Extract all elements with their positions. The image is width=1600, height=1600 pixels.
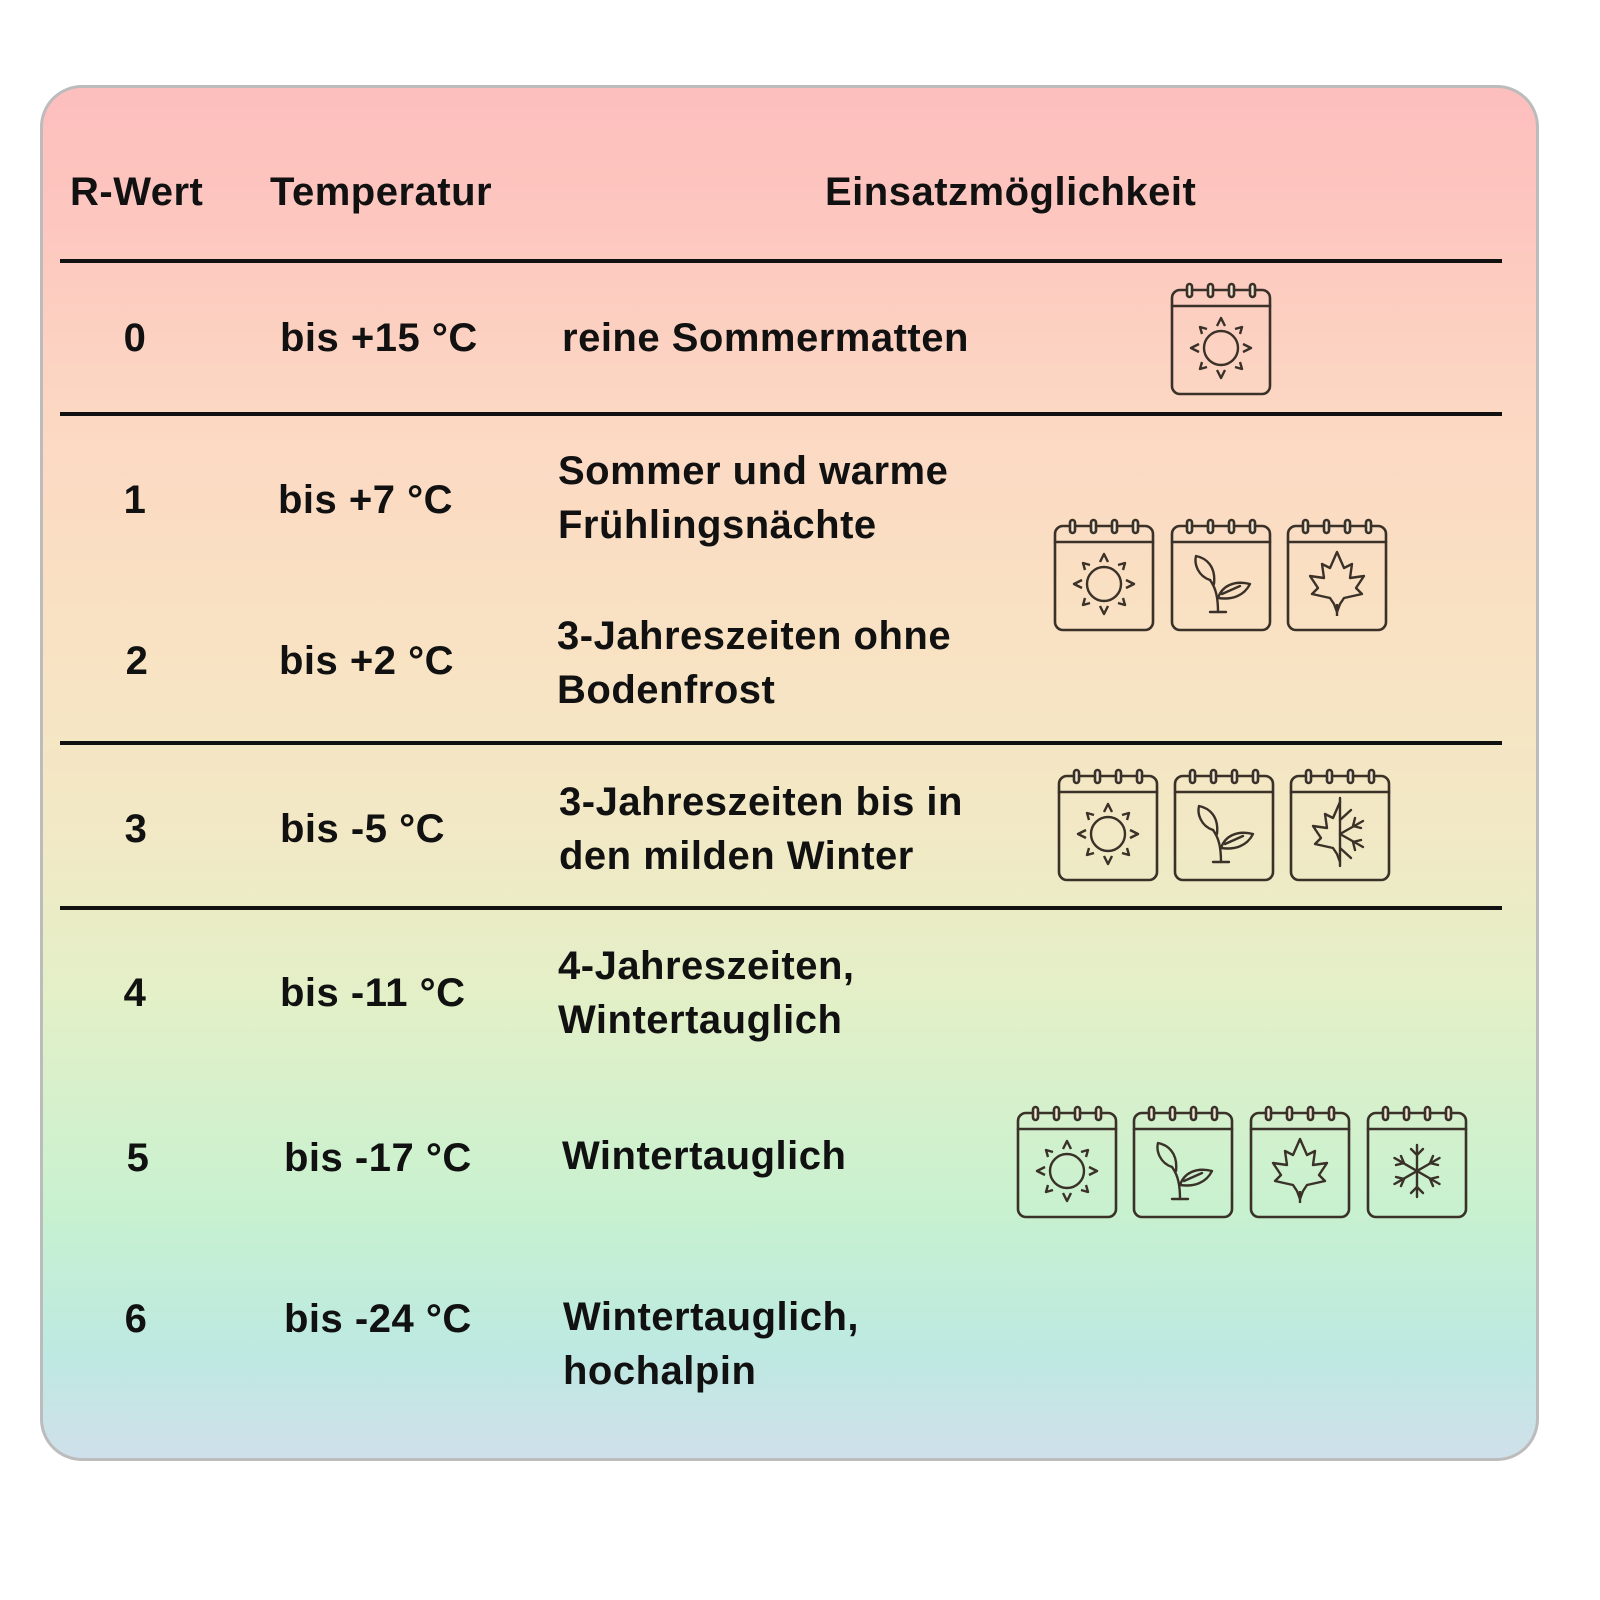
- temperature-3: bis -5 °C: [280, 807, 445, 851]
- usage-3-line1: 3-Jahreszeiten bis in: [559, 780, 963, 824]
- usage-4-line2: Wintertauglich: [558, 998, 843, 1042]
- usage-2-line1: 3-Jahreszeiten ohne: [557, 614, 952, 658]
- calendar-sun-icon: [1016, 1105, 1118, 1219]
- temperature-0: bis +15 °C: [280, 316, 478, 360]
- r-value-1: 1: [123, 478, 147, 522]
- temperature-2: bis +2 °C: [279, 639, 455, 683]
- r-value-0: 0: [123, 316, 147, 360]
- calendar-leaf-icon: [1170, 518, 1272, 632]
- calendar-sun-icon: [1170, 282, 1272, 396]
- usage-6-line2: hochalpin: [563, 1349, 757, 1393]
- calendar-leaf-icon: [1173, 768, 1275, 882]
- r-value-table-card: [40, 85, 1539, 1461]
- usage-1-line2: Frühlingsnächte: [558, 503, 877, 547]
- calendar-maple-icon: [1249, 1105, 1351, 1219]
- usage-6-line1: Wintertauglich,: [563, 1295, 860, 1339]
- r-value-4: 4: [123, 971, 147, 1015]
- calendar-sun-icon: [1057, 768, 1159, 882]
- temperature-4: bis -11 °C: [280, 971, 466, 1015]
- temperature-1: bis +7 °C: [278, 478, 454, 522]
- calendar-sun-icon: [1053, 518, 1155, 632]
- calendar-maple-snowflake-icon: [1289, 768, 1391, 882]
- usage-4-line1: 4-Jahreszeiten,: [558, 944, 855, 988]
- temperature-6: bis -24 °C: [284, 1297, 472, 1341]
- calendar-snowflake-icon: [1366, 1105, 1468, 1219]
- usage-3-line2: den milden Winter: [559, 834, 914, 878]
- calendar-leaf-icon: [1132, 1105, 1234, 1219]
- r-value-6: 6: [124, 1297, 148, 1341]
- divider: [60, 741, 1502, 745]
- calendar-maple-icon: [1286, 518, 1388, 632]
- divider: [60, 259, 1502, 263]
- usage-0: reine Sommermatten: [562, 316, 969, 360]
- temperature-5: bis -17 °C: [284, 1136, 472, 1180]
- divider: [60, 906, 1502, 910]
- divider: [60, 412, 1502, 416]
- usage-1-line1: Sommer und warme: [558, 449, 949, 493]
- header-temperature: Temperatur: [270, 170, 493, 214]
- usage-5: Wintertauglich: [562, 1134, 847, 1178]
- r-value-3: 3: [124, 807, 148, 851]
- usage-2-line2: Bodenfrost: [557, 668, 776, 712]
- r-value-5: 5: [126, 1136, 150, 1180]
- header-r-value: R-Wert: [70, 170, 204, 214]
- header-usage: Einsatzmöglichkeit: [825, 170, 1197, 214]
- r-value-2: 2: [125, 639, 149, 683]
